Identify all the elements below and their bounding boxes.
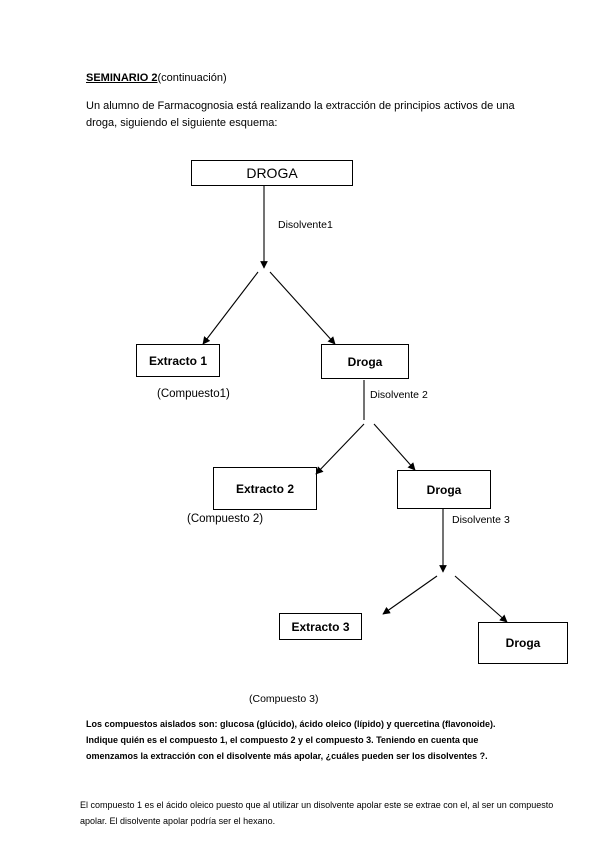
box-extract-1: Extracto 1 bbox=[136, 344, 220, 377]
answer-text: El compuesto 1 es el ácido oleico puesto… bbox=[80, 800, 554, 826]
title-rest: (continuación) bbox=[157, 72, 227, 84]
arrow-to-extract-3 bbox=[382, 575, 438, 615]
label-compound-2: (Compuesto 2) bbox=[187, 513, 264, 525]
arrow-to-droga-2 bbox=[373, 423, 416, 471]
arrow-to-droga-3 bbox=[454, 575, 508, 623]
label-solvent-2: Disolvente 2 bbox=[370, 389, 428, 401]
arrow-to-extract-2 bbox=[315, 423, 365, 475]
arrow-to-droga-1 bbox=[269, 271, 336, 345]
box-droga-3: Droga bbox=[478, 622, 568, 664]
box-droga-1: Droga bbox=[321, 344, 409, 379]
label-solvent-1: Disolvente1 bbox=[278, 219, 333, 231]
label-compound-1: (Compuesto1) bbox=[157, 388, 230, 400]
box-droga-main: DROGA bbox=[191, 160, 353, 186]
box-droga-2: Droga bbox=[397, 470, 491, 509]
label-solvent-3: Disolvente 3 bbox=[452, 514, 510, 526]
label-compound-3: (Compuesto 3) bbox=[249, 693, 319, 705]
box-extract-2: Extracto 2 bbox=[213, 467, 317, 510]
title-bold: SEMINARIO 2 bbox=[86, 72, 158, 84]
arrow-to-extract-1 bbox=[202, 271, 259, 345]
page-title: SEMINARIO 2(continuación) bbox=[86, 72, 227, 84]
question-text: Los compuestos aislados son: glucosa (gl… bbox=[86, 719, 496, 761]
box-extract-3: Extracto 3 bbox=[279, 613, 362, 640]
intro-text: Un alumno de Farmacognosia está realizan… bbox=[86, 100, 515, 129]
